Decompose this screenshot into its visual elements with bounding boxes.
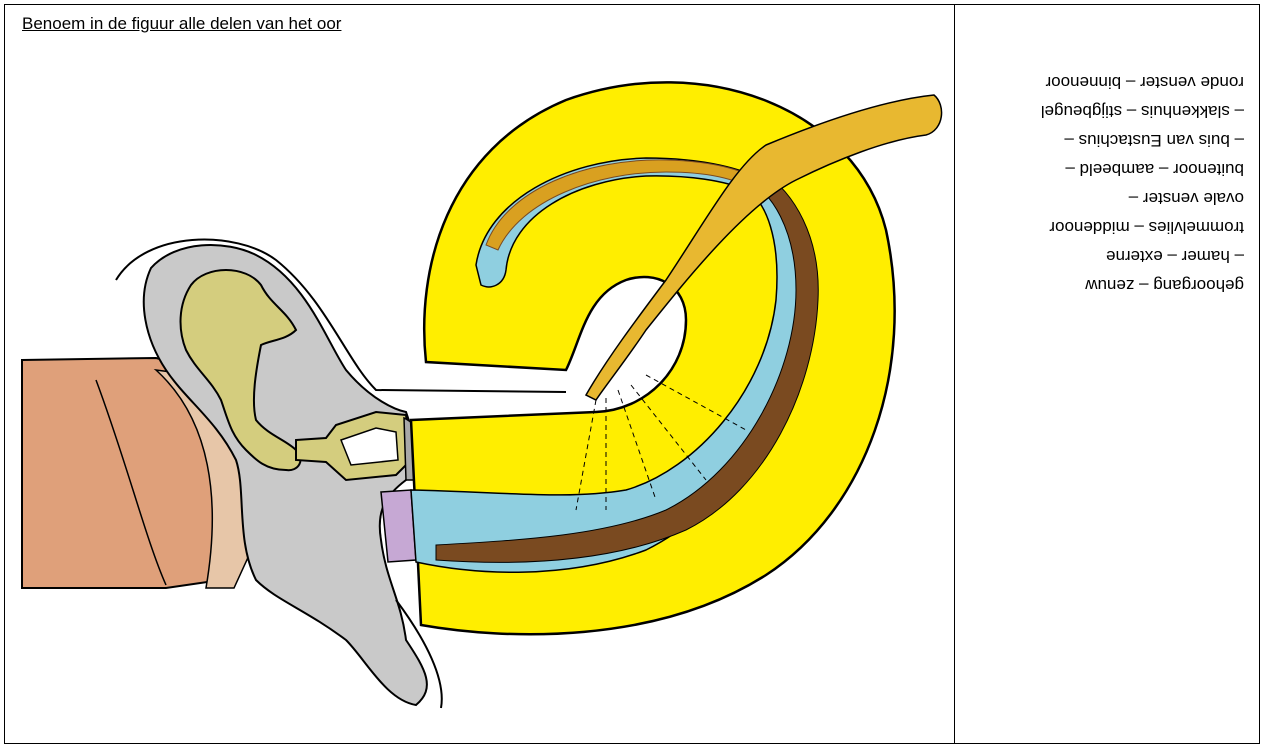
word-bank: gehoorgang – zenuw – hamer – externe tro…	[966, 30, 1256, 300]
word-bank-line: trommelvlies – middenoor	[966, 213, 1256, 242]
word-bank-line: buitenoor – aambeeld –	[966, 155, 1256, 184]
word-bank-line: – slakkenhuis – stijgbeugel	[966, 97, 1256, 126]
word-bank-line: ovale venster –	[966, 184, 1256, 213]
word-bank-line: – hamer – externe	[966, 242, 1256, 271]
round-window	[381, 490, 416, 562]
ear-diagram	[6, 40, 950, 740]
instruction-text: Benoem in de figuur alle delen van het o…	[22, 14, 341, 34]
word-bank-line: – buis van Eustachius –	[966, 126, 1256, 155]
word-bank-line: ronde venster – binnenoor	[966, 68, 1256, 97]
column-divider	[954, 4, 955, 744]
word-bank-line: gehoorgang – zenuw	[966, 271, 1256, 300]
